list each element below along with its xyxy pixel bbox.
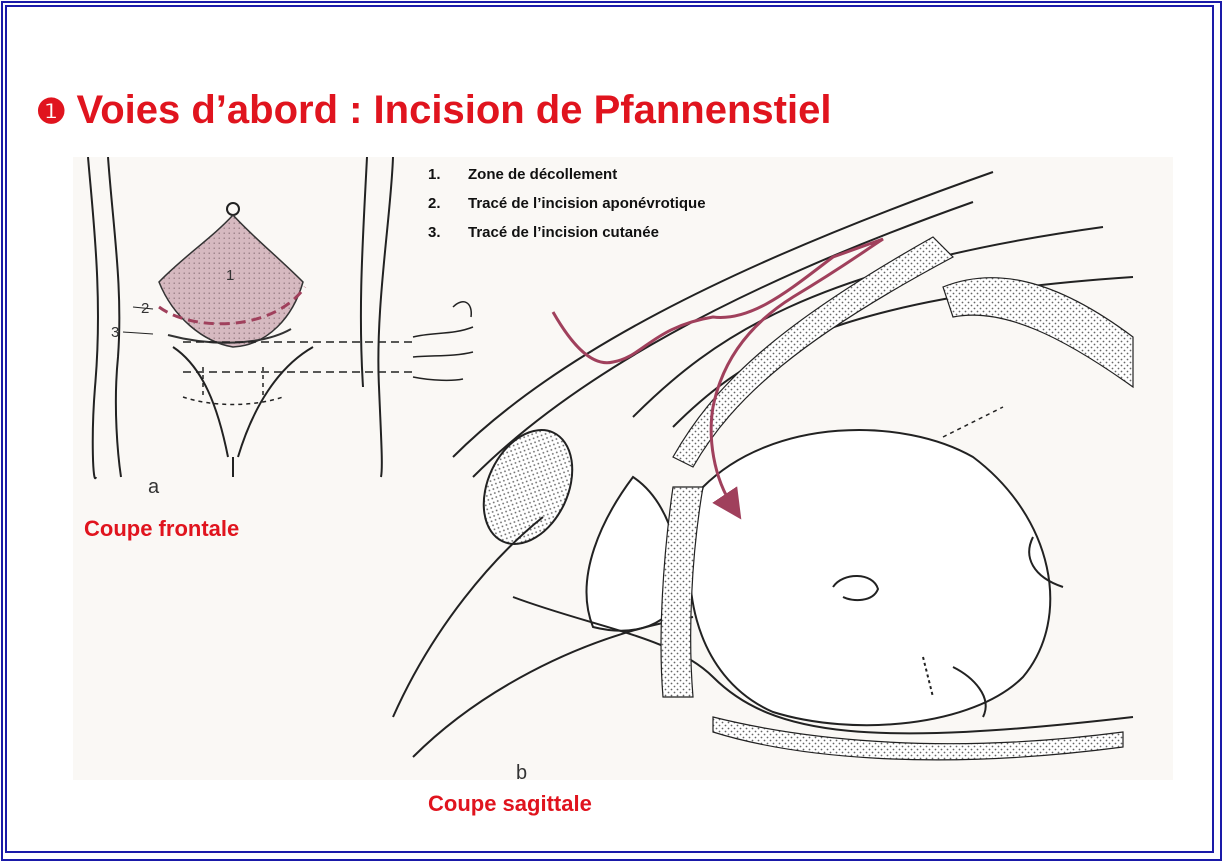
caption-frontal: Coupe frontale: [84, 516, 239, 542]
legend-label: Zone de décollement: [468, 166, 617, 183]
zone-label-1: 1: [226, 267, 234, 284]
legend-label: Tracé de l’incision cutanée: [468, 224, 659, 241]
figure-letter-b: b: [516, 762, 527, 785]
legend-number: 1.: [428, 160, 468, 189]
legend-item: 2.Tracé de l’incision aponévrotique: [428, 189, 706, 218]
zone-label-2: 2: [141, 300, 149, 317]
bullet-icon: ❶: [36, 93, 66, 131]
slide-title: ❶ Voies d’abord : Incision de Pfannenstie…: [36, 88, 831, 133]
figure-letter-a: a: [148, 476, 159, 499]
caption-sagittal: Coupe sagittale: [428, 791, 592, 817]
title-text: Voies d’abord : Incision de Pfannenstiel: [76, 88, 831, 132]
legend-number: 3.: [428, 218, 468, 247]
legend-item: 1.Zone de décollement: [428, 160, 706, 189]
zone-label-3: 3: [111, 324, 119, 341]
legend-list: 1.Zone de décollement 2.Tracé de l’incis…: [428, 160, 706, 247]
legend-item: 3.Tracé de l’incision cutanée: [428, 218, 706, 247]
legend-label: Tracé de l’incision aponévrotique: [468, 195, 706, 212]
pfannenstiel-illustration: [73, 157, 1173, 780]
legend-number: 2.: [428, 189, 468, 218]
